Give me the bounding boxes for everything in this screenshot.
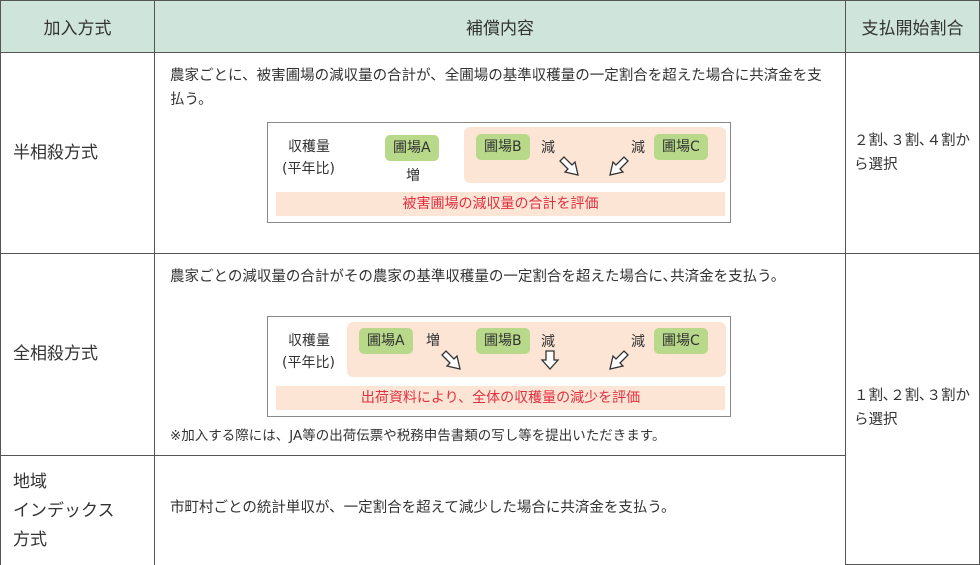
- rate-full-index: １割､２割､３割から選択: [854, 388, 970, 428]
- full-offset-desc: 農家ごとの減収量の合計がその農家の基準収穫量の一定割合を超えた場合に､共済金を支…: [170, 269, 786, 285]
- full-offset-note: ※加入する際には、JA等の出荷伝票や税務申告書類の写し等を提出いただきます。: [170, 428, 666, 444]
- diagram-label: (平年比): [282, 161, 335, 177]
- rate-half-offset-cell: ２割､３割､４割から選択: [845, 52, 980, 254]
- method-line: インデックス: [13, 500, 115, 521]
- rate-full-index-cell: １割､２割､３割から選択: [845, 253, 980, 565]
- field-b: 圃場B: [476, 134, 530, 160]
- field-b: 圃場B: [476, 328, 530, 354]
- decrease-label: 減: [631, 140, 645, 156]
- decrease-label: 減: [631, 334, 645, 350]
- diagram-label: 収穫量: [288, 333, 330, 349]
- decrease-label: 減: [541, 334, 555, 350]
- half-offset-desc: 農家ごとに、被害圃場の減収量の合計が、全圃場の基準収穫量の一定割合を超えた場合に…: [170, 68, 822, 108]
- full-offset-diagram: 収穫量 (平年比) 圃場A 増 圃場B 減 減 圃場C 出荷資料により、全体の収…: [267, 316, 731, 417]
- increase-label: 増: [406, 168, 420, 184]
- evaluation-bar: 出荷資料により、全体の収穫量の減少を評価: [276, 386, 725, 410]
- arrow-down-right-icon: [441, 350, 461, 370]
- area-index-desc: 市町村ごとの統計単収が、一定割合を超えて減少した場合に共済金を支払う。: [170, 500, 676, 516]
- arrow-down-left-icon: [609, 156, 629, 176]
- decrease-label: 減: [541, 140, 555, 156]
- method-full-offset: 全相殺方式: [0, 253, 155, 456]
- arrow-down-left-icon: [609, 350, 629, 370]
- arrow-down-icon: [540, 350, 560, 370]
- field-c: 圃場C: [654, 134, 708, 160]
- method-half-offset: 半相殺方式: [0, 52, 155, 254]
- header-coverage: 補償内容: [154, 0, 846, 53]
- half-offset-diagram: 収穫量 (平年比) 圃場A 増 圃場B 減 減 圃場C 被害圃場の減収量の合計を…: [267, 122, 731, 223]
- rate-half-offset: ２割､３割､４割から選択: [854, 133, 970, 173]
- header-method: 加入方式: [0, 0, 155, 53]
- field-a: 圃場A: [359, 328, 413, 354]
- arrow-down-right-icon: [559, 156, 579, 176]
- coverage-area-index: 市町村ごとの統計単収が、一定割合を超えて減少した場合に共済金を支払う。: [154, 455, 846, 565]
- field-a: 圃場A: [385, 135, 439, 161]
- method-line: 方式: [13, 529, 47, 550]
- diagram-label: (平年比): [282, 355, 335, 371]
- field-c: 圃場C: [654, 328, 708, 354]
- method-area-index: 地域インデックス方式: [0, 455, 155, 565]
- increase-label: 増: [426, 333, 440, 349]
- header-rate: 支払開始割合: [845, 0, 980, 53]
- evaluation-bar: 被害圃場の減収量の合計を評価: [276, 192, 725, 216]
- diagram-label: 収穫量: [288, 139, 330, 155]
- method-line: 地域: [13, 471, 47, 492]
